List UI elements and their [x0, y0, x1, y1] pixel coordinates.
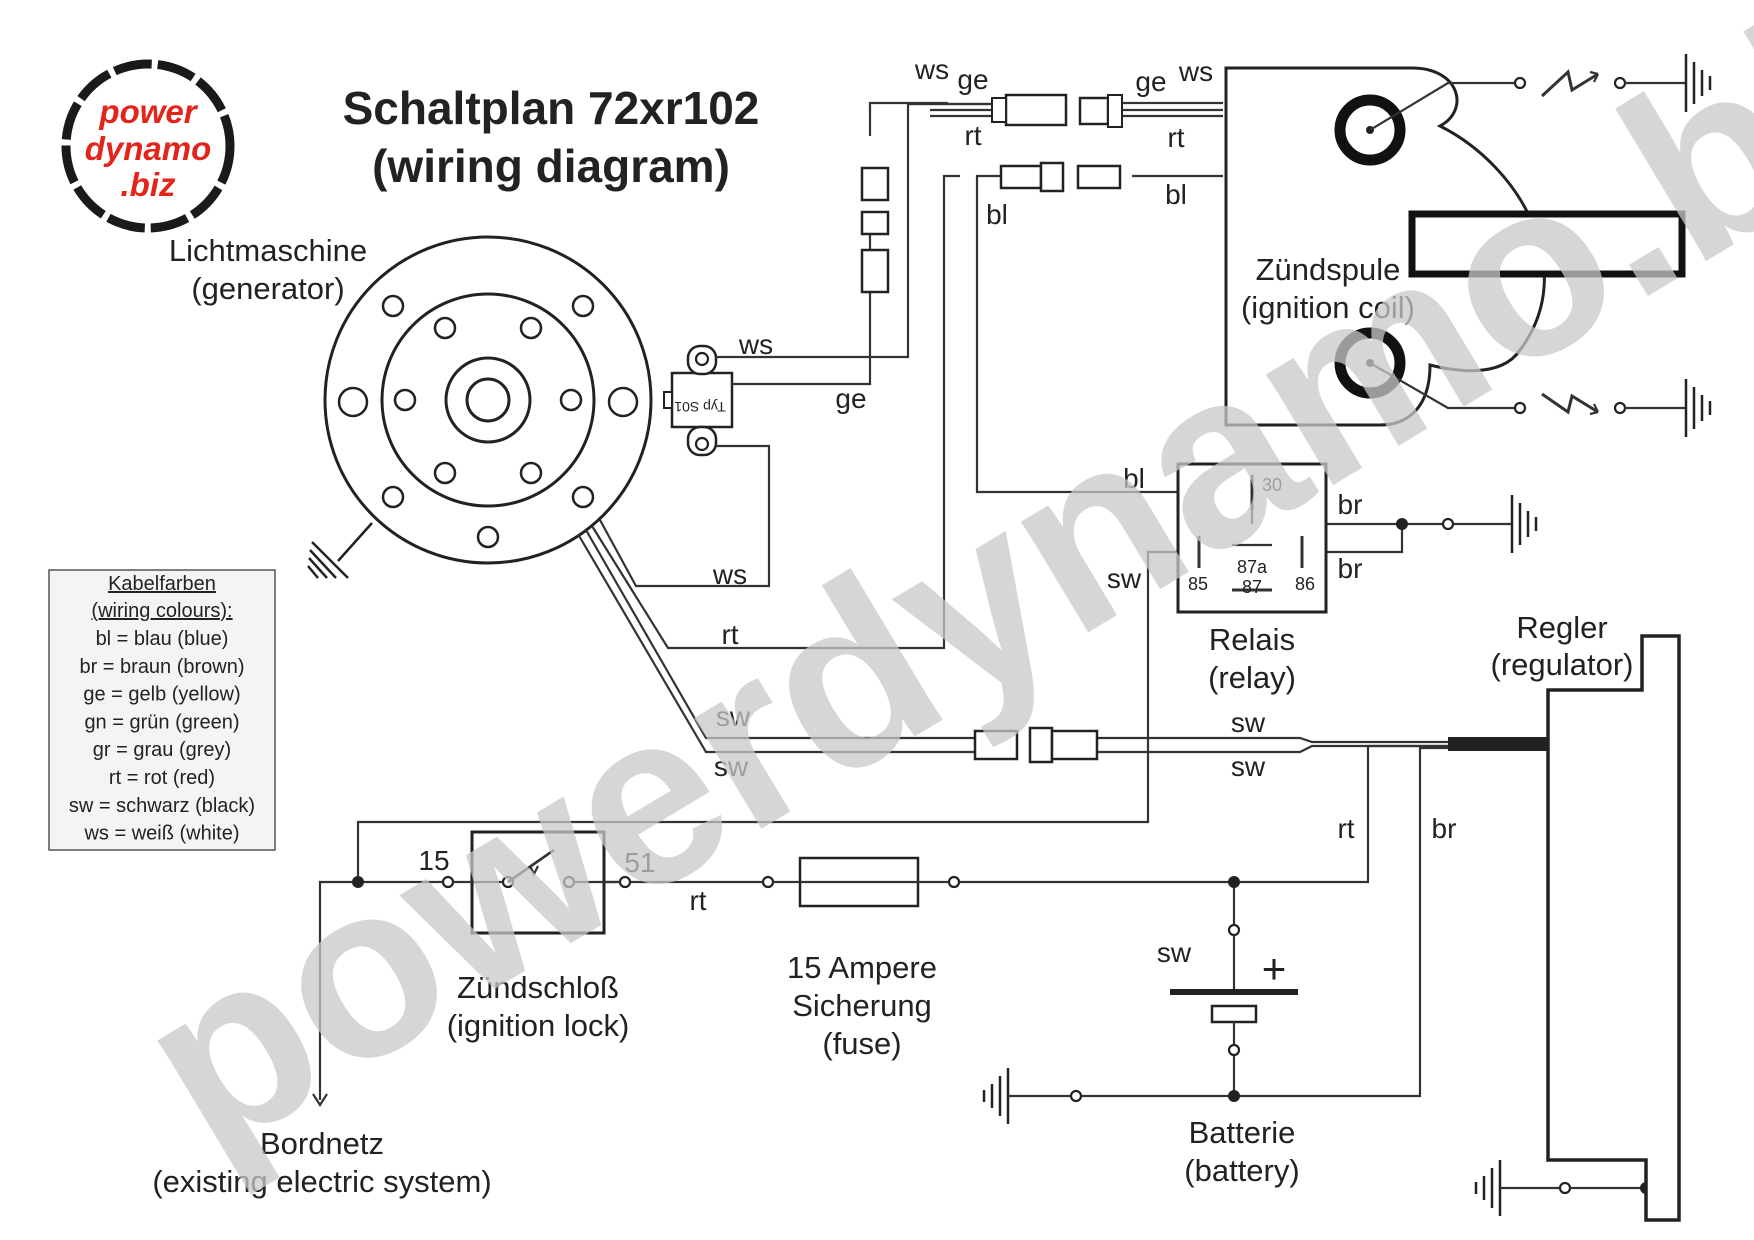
- ground-icon-battery: [982, 1068, 1083, 1124]
- wire-label: sw: [1231, 707, 1266, 738]
- wire-label: sw: [1107, 563, 1142, 594]
- logo-line3: .biz: [121, 166, 176, 203]
- battery-label: Batterie: [1189, 1115, 1296, 1150]
- pickup-type: Typ S01: [674, 399, 726, 415]
- spark-plugs: [1369, 69, 1686, 416]
- wire-label: ge: [835, 383, 866, 414]
- legend-item: gr = grau (grey): [93, 739, 231, 761]
- relay-pin-87: 87: [1242, 577, 1262, 597]
- regulator: [1546, 634, 1681, 1222]
- wire-colour-legend: Kabelfarben (wiring colours): bl = blau …: [48, 569, 276, 851]
- onboard-network-label: Bordnetz: [260, 1126, 384, 1161]
- fuse: [761, 856, 961, 908]
- fuse-label-1: 15 Ampere: [787, 950, 937, 985]
- logo-line2: dynamo: [85, 130, 212, 167]
- generator-ground-icon: [307, 522, 373, 579]
- wire-label: ws: [914, 54, 949, 85]
- legend-item: bl = blau (blue): [96, 628, 229, 650]
- pickup-sensor: Typ S01: [663, 344, 734, 457]
- wire-label: ws: [738, 329, 773, 360]
- legend-title: Kabelfarben: [108, 573, 216, 595]
- logo-line1: power: [98, 93, 198, 130]
- wire-label: bl: [986, 199, 1008, 230]
- ignition-lock: 15 51: [352, 830, 656, 935]
- battery-plus-icon: +: [1262, 945, 1287, 992]
- page-title: Schaltplan 72xr102: [343, 82, 760, 134]
- legend-item: rt = rot (red): [109, 767, 215, 789]
- wire-label: br: [1338, 489, 1363, 520]
- legend-item: br = braun (brown): [79, 656, 244, 678]
- relay-pin-86: 86: [1295, 574, 1315, 594]
- legend-subtitle: (wiring colours):: [91, 600, 232, 622]
- regulator-label: Regler: [1516, 610, 1607, 645]
- wire-label: bl: [1165, 179, 1187, 210]
- battery-label-en: (battery): [1184, 1153, 1299, 1188]
- legend-item: ge = gelb (yellow): [83, 684, 240, 706]
- wire-label: ge: [957, 64, 988, 95]
- generator: [323, 235, 653, 565]
- legend-item: ws = weiß (white): [83, 823, 239, 845]
- regulator-label-en: (regulator): [1491, 647, 1634, 682]
- generator-label-en: (generator): [191, 271, 344, 306]
- fuse-label-3: (fuse): [822, 1026, 901, 1061]
- coil-label-en: (ignition coil): [1241, 290, 1415, 325]
- relay-label: Relais: [1209, 622, 1295, 657]
- wire-label: rt: [1337, 813, 1354, 844]
- ignition-lock-label-en: (ignition lock): [447, 1008, 630, 1043]
- coil-label: Zündspule: [1256, 252, 1401, 287]
- wire-label: sw: [716, 701, 751, 732]
- relay-pin-87a: 87a: [1237, 557, 1268, 577]
- wire-label: sw: [1157, 937, 1192, 968]
- wire-label: ws: [1178, 56, 1213, 87]
- wire-label: br: [1338, 553, 1363, 584]
- wire-label: br: [1432, 813, 1457, 844]
- relay-label-en: (relay): [1208, 660, 1296, 695]
- logo: power dynamo .biz: [61, 59, 235, 233]
- lock-pin-15: 15: [418, 845, 449, 876]
- ground-icon-top: [1684, 54, 1712, 112]
- legend-item: sw = schwarz (black): [69, 795, 255, 817]
- wire-label: rt: [1167, 122, 1184, 153]
- ground-icon-mid: [1684, 379, 1712, 437]
- wire-label: sw: [714, 751, 749, 782]
- generator-label: Lichtmaschine: [169, 233, 367, 268]
- ground-icon-regulator: [1474, 1160, 1652, 1216]
- page-subtitle: (wiring diagram): [372, 140, 730, 192]
- relay-pin-85: 85: [1188, 574, 1208, 594]
- onboard-network-label-en: (existing electric system): [152, 1164, 491, 1199]
- wire-label: rt: [721, 619, 738, 650]
- ground-icon-relay: [1510, 495, 1538, 553]
- lock-pin-51: 51: [624, 847, 655, 878]
- watermark: powerdynamo.biz: [96, 0, 1754, 1205]
- connectors: [860, 93, 1123, 764]
- legend-item: gn = grün (green): [84, 711, 239, 733]
- wire-label: rt: [689, 885, 706, 916]
- ignition-coil: [1224, 66, 1686, 427]
- wire-labels: ws ge ge ws rt rt bl bl ws ge ws rt sw s…: [689, 54, 1456, 968]
- wire-label: bl: [1123, 463, 1145, 494]
- battery: +: [1170, 876, 1298, 1102]
- wire-label: ws: [712, 559, 747, 590]
- wire-label: sw: [1231, 751, 1266, 782]
- relay-pin-30: 30: [1262, 475, 1282, 495]
- fuse-label-2: Sicherung: [792, 988, 932, 1023]
- wire-label: ge: [1135, 66, 1166, 97]
- wire-label: rt: [964, 120, 981, 151]
- ignition-lock-label: Zündschloß: [457, 970, 619, 1005]
- relay: 30 85 86 87a 87: [1176, 462, 1328, 614]
